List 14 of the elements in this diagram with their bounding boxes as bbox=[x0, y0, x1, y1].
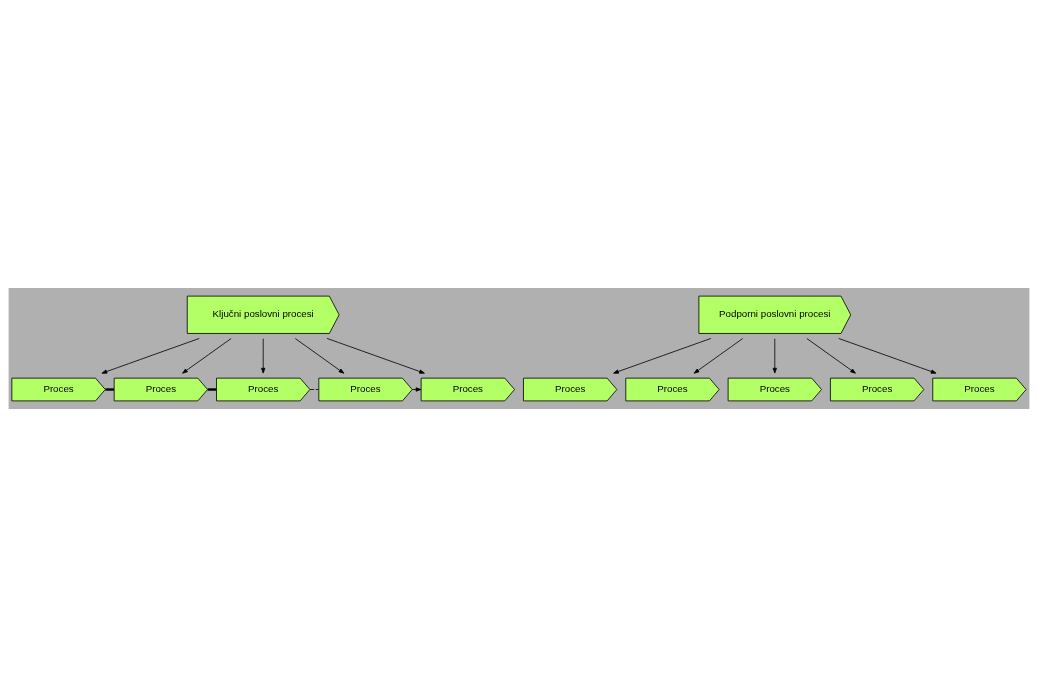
arrow bbox=[838, 337, 937, 374]
arrow bbox=[772, 337, 777, 373]
arrow bbox=[693, 337, 744, 374]
connector bbox=[309, 388, 320, 390]
arrow bbox=[294, 337, 345, 374]
arrow bbox=[261, 337, 266, 373]
arrow bbox=[613, 337, 712, 374]
arrow bbox=[411, 386, 422, 392]
connector bbox=[105, 387, 114, 391]
arrow bbox=[326, 337, 425, 374]
arrow bbox=[806, 337, 856, 374]
arrow bbox=[101, 337, 200, 374]
arrow bbox=[182, 337, 232, 374]
connector bbox=[207, 387, 217, 391]
